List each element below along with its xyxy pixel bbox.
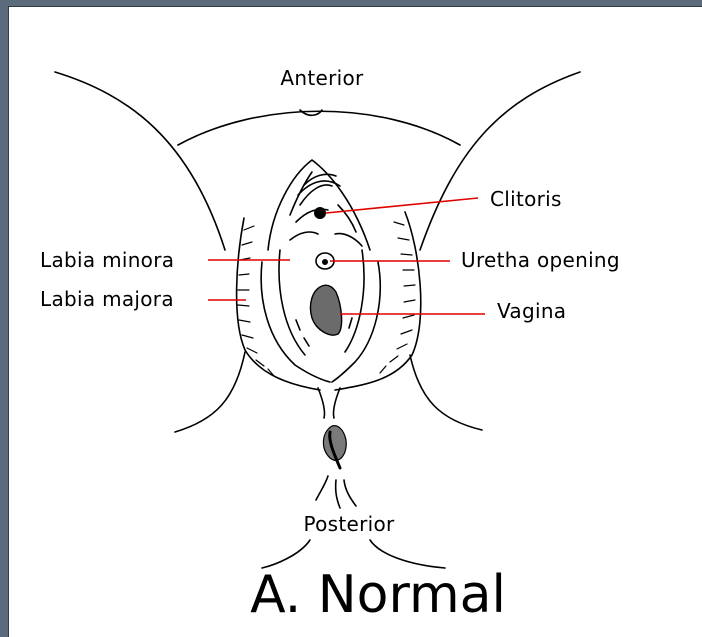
perineum-left <box>318 388 325 418</box>
diagram-title: A. Normal <box>250 565 506 625</box>
leader-clitoris <box>326 198 478 213</box>
anus-mark <box>316 426 356 508</box>
label-anterior: Anterior <box>280 66 364 90</box>
labia-majora-hatching-right <box>380 222 415 373</box>
vaginal-opening-mark <box>310 285 341 335</box>
label-labia-minora: Labia minora <box>40 248 174 272</box>
label-vagina: Vagina <box>497 299 566 323</box>
label-clitoris: Clitoris <box>490 187 562 211</box>
clitoris-mark <box>314 207 326 219</box>
label-posterior: Posterior <box>303 512 395 536</box>
perineum-right <box>333 388 340 418</box>
clitoral-hood <box>268 160 370 250</box>
label-labia-majora: Labia majora <box>40 287 174 311</box>
label-urethra-opening: Uretha opening <box>461 248 620 272</box>
